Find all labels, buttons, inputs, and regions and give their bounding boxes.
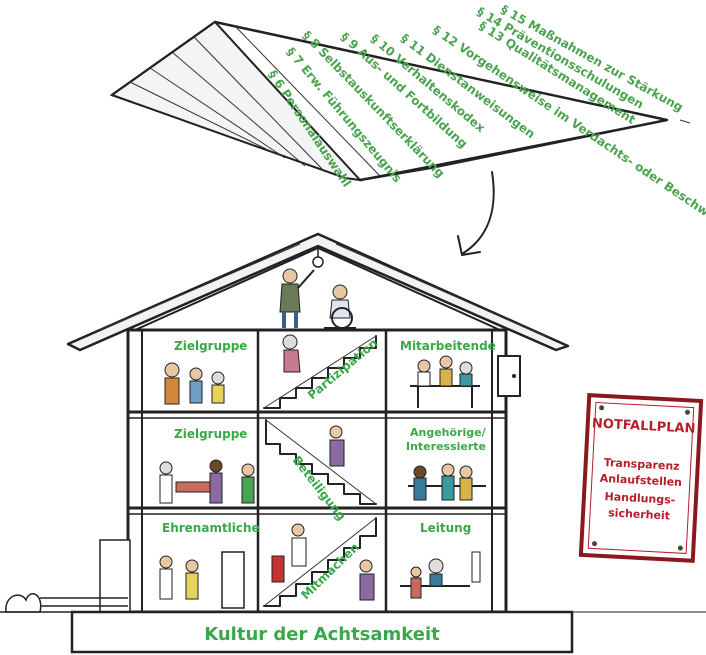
notfall-item: Handlungs-	[604, 490, 675, 507]
label-zielgruppe-mid: Zielgruppe	[174, 427, 247, 441]
label-partizipation: Partizipation	[305, 336, 380, 402]
notfall-item: sicherheit	[608, 506, 670, 522]
room-bottom-left-figures	[159, 551, 245, 609]
house-walls	[126, 328, 508, 614]
notfall-item: Anlaufstellen	[599, 472, 682, 489]
room-mid-right-figures	[408, 463, 486, 501]
label-ehrenamtliche: Ehrenamtliche	[162, 521, 260, 535]
house-side-details	[5, 355, 521, 613]
label-angehoerige: Angehörige/	[410, 426, 487, 439]
room-top-right-figures	[410, 355, 480, 408]
ceiling-lamp	[312, 246, 324, 268]
label-interessierte: Interessierte	[406, 440, 486, 453]
staircase	[263, 335, 377, 607]
foundation: Kultur der Achtsamkeit	[0, 610, 706, 654]
room-top-left-figures	[164, 362, 225, 405]
stair-figures	[271, 334, 375, 601]
label-zielgruppe-top: Zielgruppe	[174, 339, 247, 353]
label-mitarbeitende: Mitarbeitende	[400, 339, 496, 353]
detached-roof	[109, 20, 691, 182]
notfallplan-title: NOTFALLPLAN	[592, 416, 696, 436]
attic-figures	[279, 268, 356, 329]
room-mid-left-figures	[159, 459, 255, 504]
foundation-label: Kultur der Achtsamkeit	[204, 624, 440, 645]
room-bottom-right-figures	[400, 551, 481, 599]
notfall-item: Transparenz	[603, 456, 680, 473]
arrow-icon	[457, 171, 495, 256]
label-leitung: Leitung	[420, 521, 471, 535]
notfallplan-sign: NOTFALLPLAN Transparenz Anlaufstellen Ha…	[578, 393, 704, 563]
room-labels: Zielgruppe Mitarbeitende Zielgruppe Ange…	[162, 339, 496, 535]
